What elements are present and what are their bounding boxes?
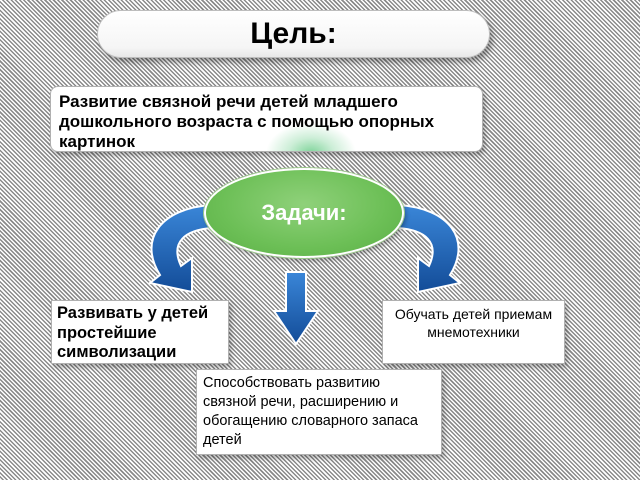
goal-banner: Цель: — [97, 10, 490, 58]
task-mnemonics: Обучать детей приемам мнемотехники — [382, 300, 565, 364]
curved-arrow-right-icon — [397, 203, 463, 294]
down-arrow-icon — [272, 271, 320, 346]
goal-description: Развитие связной речи детей младшего дош… — [50, 86, 483, 152]
tasks-title: Задачи: — [204, 168, 404, 258]
task-speech-development: Способствовать развитию связной речи, ра… — [196, 369, 442, 455]
task-symbolization: Развивать у детей простейшие символизаци… — [51, 300, 229, 364]
curved-arrow-left-icon — [147, 203, 213, 294]
goal-title: Цель: — [250, 17, 337, 50]
